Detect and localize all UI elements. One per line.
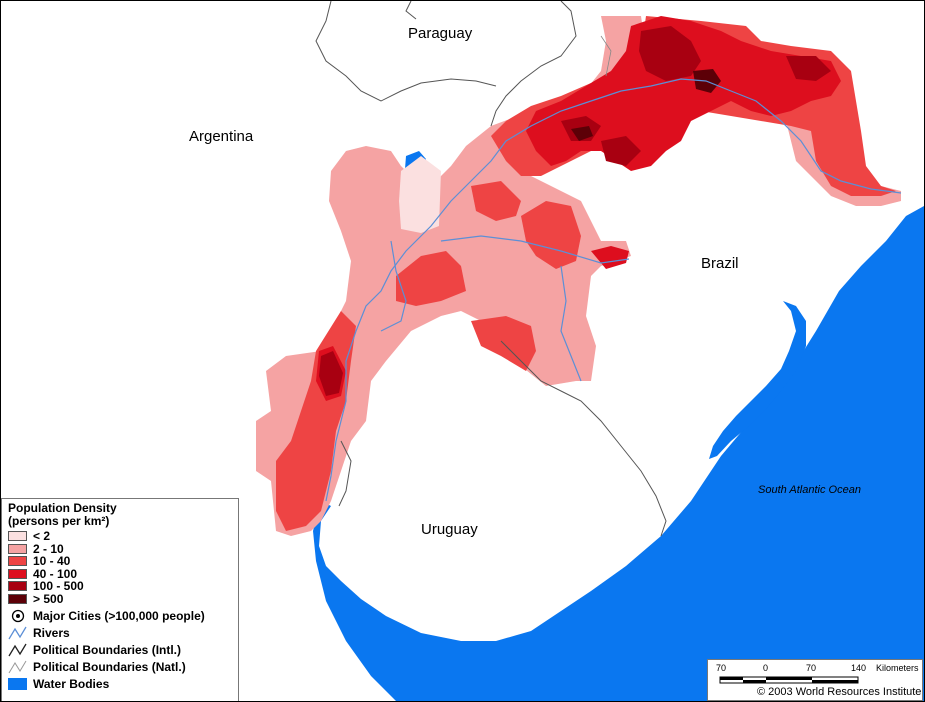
legend-swatch bbox=[8, 531, 27, 542]
city-dot-icon bbox=[8, 608, 27, 624]
legend-rivers-label: Rivers bbox=[33, 625, 70, 640]
density-40-100 bbox=[526, 16, 841, 171]
lagoon bbox=[709, 301, 806, 459]
legend-water: Water Bodies bbox=[8, 675, 232, 692]
intl-boundary bbox=[500, 340, 667, 537]
legend-class-label: 40 - 100 bbox=[33, 566, 78, 581]
legend-class: 100 - 500 bbox=[8, 580, 232, 593]
river bbox=[325, 78, 902, 502]
legend-water-label: Water Bodies bbox=[33, 676, 110, 691]
south-atlantic-ocean bbox=[313, 206, 924, 701]
scale-unit-label: Kilometers bbox=[876, 663, 919, 673]
river bbox=[560, 265, 582, 382]
legend-class: 10 - 40 bbox=[8, 555, 232, 568]
water-swatch-icon bbox=[8, 676, 27, 692]
natl-boundary bbox=[600, 35, 612, 77]
intl-boundary bbox=[490, 1, 577, 127]
density-gt-500 bbox=[571, 126, 593, 141]
legend-title: Population Density bbox=[8, 501, 117, 515]
density-40-100 bbox=[591, 246, 629, 269]
country-label-paraguay: Paraguay bbox=[408, 25, 473, 42]
legend-natl: Political Boundaries (Natl.) bbox=[8, 658, 232, 675]
legend-subtitle: (persons per km²) bbox=[8, 514, 110, 528]
country-label-uruguay: Uruguay bbox=[421, 521, 478, 538]
density-100-500 bbox=[319, 351, 343, 396]
scale-tick-label: 0 bbox=[763, 663, 769, 673]
legend-class: 2 - 10 bbox=[8, 541, 232, 556]
density-10-40 bbox=[471, 181, 521, 221]
legend-class: 40 - 100 bbox=[8, 566, 232, 581]
natl-boundary-icon bbox=[8, 659, 27, 675]
legend-swatch bbox=[8, 568, 27, 579]
credit-text: © 2003 World Resources Institute bbox=[757, 686, 922, 698]
intl-boundary bbox=[315, 1, 497, 102]
density-100-500 bbox=[601, 136, 641, 166]
legend-swatch bbox=[8, 581, 27, 592]
density-10-40 bbox=[396, 251, 466, 306]
legend-swatch bbox=[8, 543, 27, 554]
river-line-icon bbox=[8, 625, 27, 641]
legend-intl: Political Boundaries (Intl.) bbox=[8, 641, 232, 658]
legend-intl-label: Political Boundaries (Intl.) bbox=[33, 642, 182, 657]
country-label-brazil: Brazil bbox=[701, 255, 739, 272]
legend-cities-label: Major Cities (>100,000 people) bbox=[33, 608, 205, 623]
legend-class-label: 100 - 500 bbox=[33, 579, 84, 593]
country-label-argentina: Argentina bbox=[189, 128, 254, 145]
intl-boundary bbox=[338, 440, 352, 507]
legend-class-label: 10 - 40 bbox=[33, 554, 71, 568]
intl-boundary bbox=[405, 1, 417, 20]
scale-tick-label: 140 bbox=[851, 663, 867, 673]
legend-class-label: < 2 bbox=[33, 529, 51, 543]
legend-swatch bbox=[8, 593, 27, 604]
legend-rivers: Rivers bbox=[8, 624, 232, 641]
river bbox=[440, 235, 630, 264]
intl-boundary-icon bbox=[8, 642, 27, 658]
legend-natl-label: Political Boundaries (Natl.) bbox=[33, 659, 186, 674]
river bbox=[380, 240, 407, 332]
density-lt-2 bbox=[399, 156, 441, 233]
scale-tick-label: 70 bbox=[716, 663, 727, 673]
scale-bar-graphic bbox=[719, 676, 859, 684]
legend-class-label: > 500 bbox=[33, 591, 64, 606]
density-100-500 bbox=[786, 56, 831, 81]
ocean-label: South Atlantic Ocean bbox=[758, 484, 861, 496]
density-100-500 bbox=[639, 26, 701, 81]
legend-class-label: 2 - 10 bbox=[33, 541, 64, 556]
map-legend: Population Density (persons per km²) < 2… bbox=[1, 498, 239, 701]
scale-bar: 70 0 70 140 Kilometers bbox=[707, 659, 923, 701]
scale-tick-label: 70 bbox=[806, 663, 817, 673]
legend-class: > 500 bbox=[8, 591, 232, 606]
legend-class: < 2 bbox=[8, 530, 232, 543]
legend-swatch bbox=[8, 556, 27, 567]
legend-cities: Major Cities (>100,000 people) bbox=[8, 607, 232, 624]
